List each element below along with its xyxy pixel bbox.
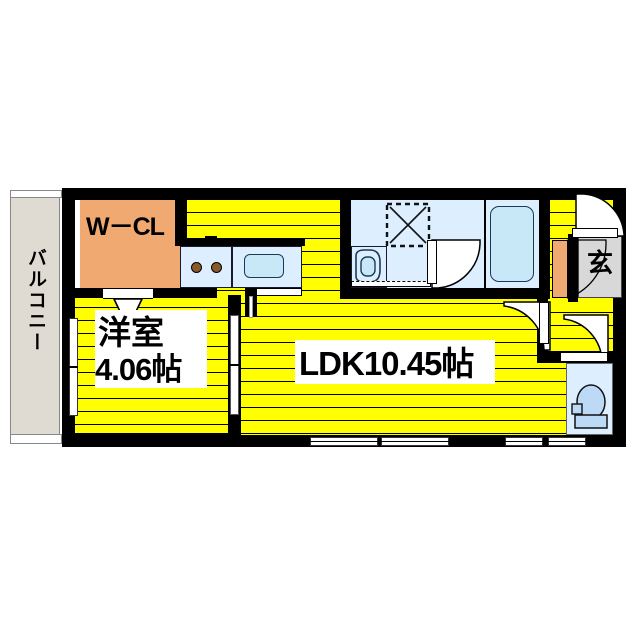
bathtub [490, 206, 534, 282]
balcony-bottom-cap [10, 434, 62, 444]
stove-burner-right [211, 262, 222, 273]
sanitary-wall-left [340, 188, 351, 296]
toilet-fixture-icon [571, 384, 608, 429]
balcony-label: バルコニー [25, 248, 46, 353]
room-floor-baseline [75, 433, 228, 435]
balcony-area [10, 196, 60, 436]
bathroom-door-swing-icon[interactable] [430, 238, 486, 290]
sanitary-wall-bottom [340, 288, 550, 299]
ldk-label-box [295, 340, 495, 384]
ldk-label: LDK10.45帖 [299, 345, 474, 382]
balcony-top-cap [10, 190, 62, 198]
washroom-threshold [351, 281, 431, 287]
wcl-label-line1: W－CL [86, 213, 165, 241]
entrance-wall-left [568, 234, 578, 302]
sanitary-wall-right [539, 188, 550, 298]
entrance-label: 玄 [587, 248, 613, 278]
ldk-window-south-2-mullion [381, 441, 449, 443]
bathroom-door-panel[interactable] [427, 240, 437, 284]
room-window-west-mullion [69, 366, 78, 368]
ldk-door-swing-icon[interactable] [500, 300, 552, 352]
ldk-door-panel[interactable] [539, 302, 549, 344]
western-room-label-box [95, 310, 207, 388]
kitchen-sink-basin [244, 254, 284, 278]
shoe-closet-door-swing-icon[interactable] [566, 238, 608, 300]
bathroom-tub-divider [484, 200, 486, 288]
ldk-window-south-4-mullion [548, 441, 586, 443]
wcl-wall-right-upper [175, 198, 187, 240]
kitchen-counter-backwall [175, 238, 305, 246]
stove-unit [180, 246, 232, 288]
entrance-door-swing-icon[interactable] [572, 190, 628, 238]
western-room-area: 4.06帖 [95, 352, 182, 387]
kitchen-partition-line [249, 296, 253, 318]
stove-burner-left [191, 262, 202, 273]
kitchen-counter-front-edge [254, 288, 302, 296]
washing-machine-pan-icon [385, 202, 431, 248]
ldk-window-south-1-mullion [310, 441, 378, 443]
sliding-door-center-line [230, 364, 239, 366]
western-room-label: 洋室 [98, 314, 164, 351]
entrance-door-panel[interactable] [572, 228, 618, 238]
toilet-door-panel[interactable] [560, 352, 608, 362]
ldk-window-south-3-mullion [505, 441, 543, 443]
